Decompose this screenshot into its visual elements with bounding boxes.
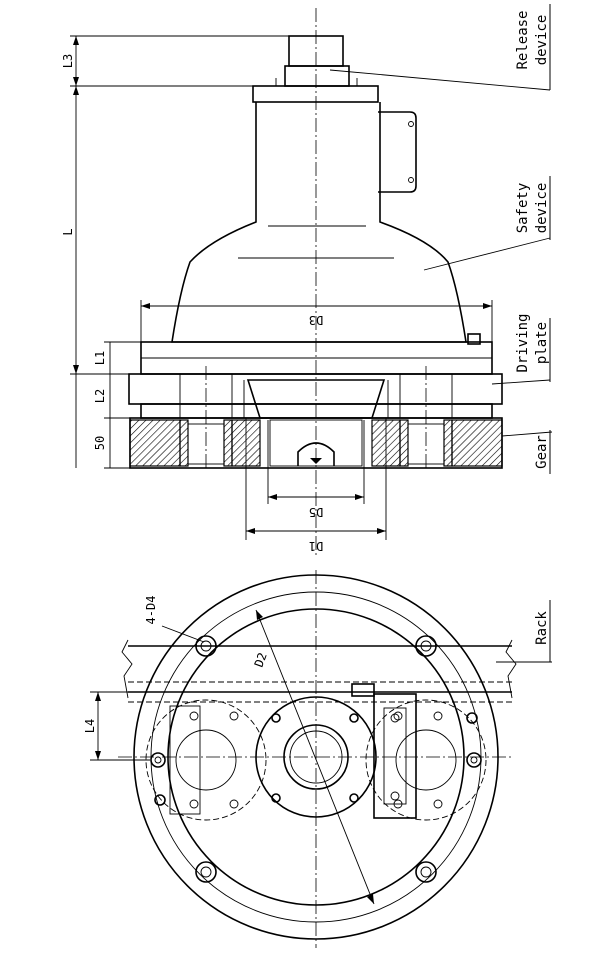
holes-leader xyxy=(161,625,205,643)
safety-label-1: Safety xyxy=(515,183,531,234)
l1-label: L1 xyxy=(93,351,107,365)
holes-label: 4-D4 xyxy=(144,596,158,625)
driving-plate xyxy=(128,373,503,405)
driving-label-2: plate xyxy=(534,322,550,364)
center-pin xyxy=(297,442,335,466)
rack-label: Rack xyxy=(534,611,550,645)
outer-flange xyxy=(133,574,499,940)
hub-outer xyxy=(255,696,377,818)
driving-leader xyxy=(491,379,551,385)
safety-label-2: device xyxy=(534,183,550,234)
fifty-label: 50 xyxy=(93,436,107,450)
release-leader xyxy=(329,69,551,91)
rack-break-right xyxy=(505,639,517,699)
l3-label: L3 xyxy=(61,54,75,68)
d3-label: D3 xyxy=(309,313,323,327)
safety-box-top xyxy=(373,693,417,819)
gear-label: Gear xyxy=(534,435,550,469)
safety-side-box xyxy=(378,111,417,193)
top-view: D2 4-D4 L4 Rack xyxy=(83,570,552,948)
l4-label: L4 xyxy=(83,719,97,733)
driving-label-1: Driving xyxy=(515,313,531,372)
gear-leader xyxy=(501,431,553,437)
d2-label: D2 xyxy=(252,651,270,669)
rack-break-left xyxy=(121,639,133,699)
release-label-2: device xyxy=(534,15,550,66)
release-collar xyxy=(284,65,350,87)
release-flange xyxy=(252,85,379,103)
inner-flange xyxy=(167,608,465,906)
safety-leader xyxy=(423,237,551,271)
side-view: D3 xyxy=(61,4,553,555)
l2-label: L2 xyxy=(93,389,107,403)
release-label-1: Release xyxy=(515,10,531,69)
hub-bore xyxy=(283,724,349,790)
l-label: L xyxy=(61,228,75,235)
d2-dim-line xyxy=(255,609,375,905)
d1-label: D1 xyxy=(309,539,323,553)
mount-holes xyxy=(195,635,437,883)
d5-label: D5 xyxy=(309,505,323,519)
